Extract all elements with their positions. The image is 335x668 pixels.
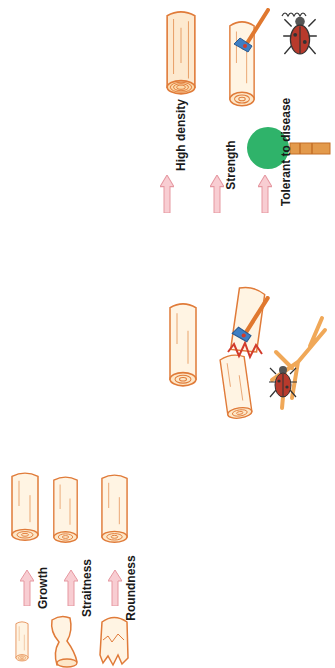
tree-trunk <box>290 143 330 154</box>
hammer <box>232 298 267 342</box>
broken-log <box>220 286 268 420</box>
improvement-arrow <box>258 175 272 213</box>
crooked-log <box>52 616 77 667</box>
irregular-log <box>100 618 128 666</box>
improvement-arrow <box>20 570 34 606</box>
trait-label: High density <box>174 99 188 171</box>
crack <box>228 343 262 357</box>
trunk-band <box>311 143 313 154</box>
log-piece <box>220 354 253 420</box>
pest-insect <box>283 17 317 54</box>
trunk-band <box>299 143 301 154</box>
hammer <box>234 10 268 52</box>
pest-insect <box>269 366 297 397</box>
improvement-arrow <box>160 175 174 213</box>
round-log <box>102 475 127 542</box>
crooked-log-body <box>52 616 77 665</box>
irregular-log-body <box>100 618 128 666</box>
log-end <box>57 659 77 667</box>
thick-log <box>12 473 38 540</box>
trait-label: Growth <box>36 567 50 609</box>
light-log <box>170 304 196 386</box>
trait-label: Tolerant to disease <box>279 98 293 206</box>
dense-log <box>167 12 195 94</box>
improvement-arrow <box>108 570 122 606</box>
improvement-arrow <box>64 570 78 606</box>
log-groove <box>103 634 124 642</box>
trait-label: Strength <box>224 140 238 189</box>
straight-log <box>54 477 77 542</box>
trait-label: Roundness <box>124 555 138 620</box>
coil <box>282 13 306 16</box>
thin-log <box>16 622 28 661</box>
trait-label: Straitness <box>80 559 94 617</box>
improvement-arrow <box>210 175 224 213</box>
